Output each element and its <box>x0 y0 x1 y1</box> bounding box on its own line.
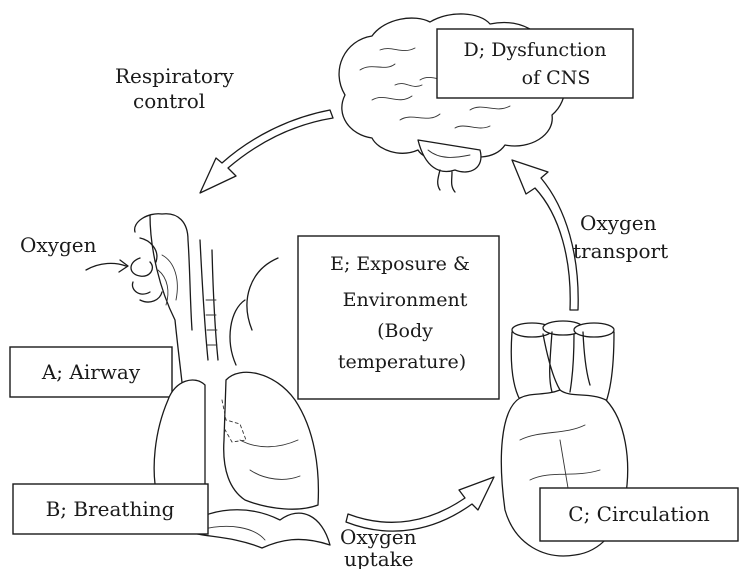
flow-respiratory-control: Respiratory control <box>115 64 333 193</box>
flow-oxygen-in: Oxygen <box>20 233 128 272</box>
oxygen-uptake-line2: uptake <box>344 547 414 569</box>
oxygen-uptake-line1: Oxygen <box>340 525 417 549</box>
flow-oxygen-uptake: Oxygen uptake <box>340 477 494 569</box>
node-e-exposure-environment: E; Exposure & Environment (Body temperat… <box>298 236 499 399</box>
arrow-brain-to-airway <box>200 110 333 193</box>
oxygen-transport-line1: Oxygen <box>580 211 657 235</box>
respiratory-control-line2: control <box>133 89 205 113</box>
arrow-heart-to-brain <box>512 160 578 310</box>
node-b-label: B; Breathing <box>46 497 175 521</box>
node-c-circulation: C; Circulation <box>540 488 738 541</box>
node-d-dysfunction-of-cns: D; Dysfunction of CNS <box>437 29 633 98</box>
node-c-label: C; Circulation <box>568 502 710 526</box>
flow-oxygen-transport: Oxygen transport <box>512 160 668 310</box>
oxygen-transport-line2: transport <box>573 239 668 263</box>
arrow-lungs-to-heart <box>346 477 494 531</box>
node-d-line2: of CNS <box>522 67 591 89</box>
node-e-line1: E; Exposure & <box>330 253 470 275</box>
node-a-label: A; Airway <box>41 360 141 384</box>
node-e-line2: Environment <box>343 289 468 311</box>
node-b-breathing: B; Breathing <box>13 484 208 534</box>
oxygen-in-label: Oxygen <box>20 233 97 257</box>
node-e-line4: temperature) <box>338 351 466 373</box>
node-d-line1: D; Dysfunction <box>464 39 607 61</box>
respiratory-control-line1: Respiratory <box>115 64 234 88</box>
node-a-airway: A; Airway <box>10 347 172 397</box>
node-e-line3: (Body <box>377 320 433 342</box>
